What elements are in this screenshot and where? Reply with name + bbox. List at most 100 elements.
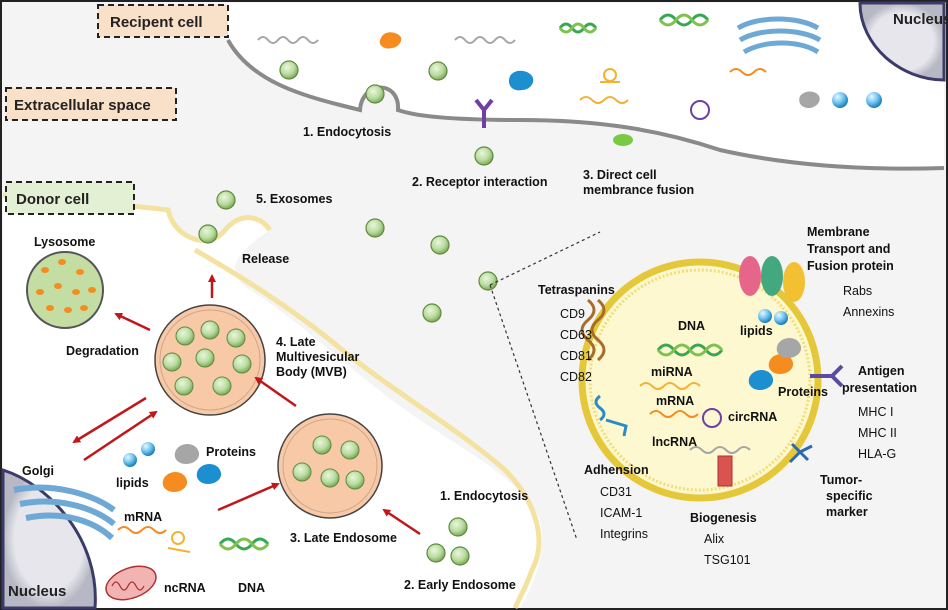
nucleus-bottom-label: Nucleus <box>8 583 66 600</box>
flow-arrows <box>72 274 421 536</box>
recipient-cell-box <box>97 4 229 38</box>
tetraspanins-item: CD82 <box>560 370 592 384</box>
nucleus-top-shape <box>858 1 946 82</box>
biogenesis-title: Biogenesis <box>690 511 757 525</box>
golgi-label: Golgi <box>22 464 54 478</box>
donor-ncrna-loop <box>171 531 185 545</box>
lipid-sphere <box>141 442 155 456</box>
exo-lipid-sphere <box>774 311 788 325</box>
antigen-receptor-icon <box>810 364 844 388</box>
zoom-line-top <box>489 231 601 286</box>
late-endosome-label: 3. Late Endosome <box>290 531 397 545</box>
mitochondrion-icon <box>105 565 157 601</box>
exo-mrna-strand <box>649 410 699 418</box>
rna-strand-gray <box>454 36 516 44</box>
adhension-item: Integrins <box>600 527 648 541</box>
late-endosome-inner-ring <box>282 418 378 514</box>
antigen-label-2: presentation <box>842 381 917 395</box>
protein-orange <box>162 472 188 492</box>
vesicles-extracellular <box>198 60 498 566</box>
membrane-protein-label-2: Transport and <box>807 242 890 256</box>
circrna-icon <box>690 100 710 120</box>
exosomes-label: 5. Exosomes <box>256 192 332 206</box>
donor-dna-strand <box>218 537 270 551</box>
mvb-inner-ring <box>159 309 261 411</box>
antigen-item: HLA-G <box>858 447 896 461</box>
late-endosome-vesicles <box>292 435 365 490</box>
zoom-line-bottom <box>489 284 578 541</box>
mvb-label-1: 4. Late <box>276 335 316 349</box>
dna-strand <box>658 13 710 27</box>
receptor-icon <box>474 98 494 128</box>
exo-dna-label: DNA <box>678 319 705 333</box>
exo-lipid-sphere <box>758 309 772 323</box>
recipient-membrane <box>226 39 945 171</box>
extracellular-space-label: Extracellular space <box>14 97 151 114</box>
membrane-protein-item: Annexins <box>843 305 894 319</box>
golgi-bottom <box>13 484 116 541</box>
tetraspanins-item: CD63 <box>560 328 592 342</box>
antigen-label-1: Antigen <box>858 364 905 378</box>
nucleus-top-label: Nucleus <box>893 11 948 28</box>
exo-protein-blue <box>748 370 774 390</box>
exo-mrna-label: mRNA <box>656 394 694 408</box>
tetraspanins-item: CD81 <box>560 349 592 363</box>
exo-lncrna-strand <box>689 446 751 454</box>
donor-dna-strand <box>218 537 270 551</box>
donor-cell-box <box>5 181 135 215</box>
adhension-item: CD31 <box>600 485 632 499</box>
donor-membrane-right <box>193 247 542 609</box>
mvb-label-2: Multivesicular <box>276 350 359 364</box>
exo-mirna-label: miRNA <box>651 365 693 379</box>
donor-endocytosis-label: 1. Endocytosis <box>440 489 528 503</box>
degradation-label: Degradation <box>66 344 139 358</box>
biogenesis-protein-icon <box>717 455 733 487</box>
donor-cell-label: Donor cell <box>16 191 89 208</box>
extracellular-space-box <box>5 87 177 121</box>
protein-blue <box>508 70 534 91</box>
donor-mrna-label: mRNA <box>124 510 162 524</box>
tumor-marker-label-1: Tumor- <box>820 473 862 487</box>
mvb-vesicles <box>162 320 252 396</box>
tumor-marker-label-2: specific <box>826 489 873 503</box>
adhension-item: ICAM-1 <box>600 506 642 520</box>
donor-ncrna-label: ncRNA <box>164 581 206 595</box>
mvb-label-3: Body (MVB) <box>276 365 347 379</box>
uptake-fusion-label-2: membrance fusion <box>583 183 694 197</box>
biogenesis-item: Alix <box>704 532 725 546</box>
tumor-marker-label-3: marker <box>826 505 868 519</box>
donor-ncrna-stem <box>167 547 191 553</box>
exo-protein-gray <box>776 338 802 358</box>
rna-strand-gray <box>257 36 319 44</box>
tetraspanins-title: Tetraspanins <box>538 283 615 297</box>
adhesion-protein-icon <box>594 394 628 437</box>
lipid-sphere <box>866 92 882 108</box>
fusion-patch <box>613 134 633 146</box>
exosome-detail-bilayer <box>588 268 812 492</box>
mrna-strand <box>729 68 767 76</box>
donor-mrna-strand <box>117 526 167 534</box>
antigen-item: MHC I <box>858 405 893 419</box>
exo-lipids-label: lipids <box>740 324 773 338</box>
golgi-top <box>736 16 822 55</box>
protein-orange <box>379 32 402 49</box>
antigen-item: MHC II <box>858 426 897 440</box>
donor-cell-body <box>3 195 542 608</box>
recipient-cell-label: Recipent cell <box>110 14 203 31</box>
tumor-marker-icon <box>788 442 813 464</box>
adhension-title: Adhension <box>584 463 649 477</box>
exo-protein-orange <box>768 354 794 374</box>
tetraspanin-icon <box>580 298 606 362</box>
biogenesis-item: TSG101 <box>704 553 751 567</box>
exo-dna-strand <box>656 343 724 357</box>
lipid-sphere <box>832 92 848 108</box>
mrna-strand <box>579 96 629 104</box>
uptake-endocytosis-label: 1. Endocytosis <box>303 125 391 139</box>
exo-circrna-label: circRNA <box>728 410 777 424</box>
dna-strand <box>558 22 598 34</box>
lysosome-particles <box>36 259 96 313</box>
early-endosome-label: 2. Early Endosome <box>404 578 516 592</box>
exosome-detail-shape <box>578 258 822 502</box>
